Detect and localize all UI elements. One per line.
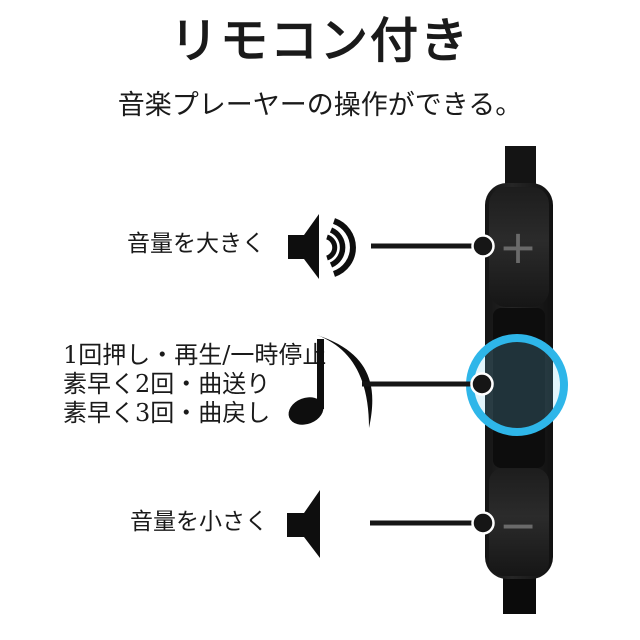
page-title: リモコン付き [169, 13, 470, 69]
connector-dot [470, 372, 494, 396]
speaker-volume-down-icon [287, 490, 320, 558]
plus-button [489, 187, 549, 307]
cable-bottom [503, 576, 536, 614]
page-subtitle: 音楽プレーヤーの操作ができる。 [117, 90, 523, 121]
label-play-functions: 1回押し・再生/一時停止 素早く2回・曲送り 素早く3回・曲戻し [63, 341, 327, 428]
label-volume-up: 音量を大きく [127, 231, 265, 257]
plus-button-glyph: + [499, 220, 538, 274]
remote-control: + − [485, 146, 553, 614]
connector-play [362, 372, 494, 396]
play-function-line-3: 素早く3回・曲戻し [63, 399, 271, 427]
connector-volume-up [371, 234, 495, 258]
speaker-volume-up-icon [288, 214, 356, 279]
minus-button-glyph: − [499, 498, 538, 552]
minus-button [489, 468, 549, 576]
connector-volume-down [370, 511, 495, 535]
play-function-line-1: 1回押し・再生/一時停止 [63, 341, 327, 369]
label-volume-down: 音量を小さく [130, 509, 268, 535]
play-function-line-2: 素早く2回・曲送り [63, 370, 271, 398]
music-note-icon [288, 335, 373, 428]
connector-dot [471, 511, 495, 535]
cable-top [505, 146, 536, 188]
connector-dot [471, 234, 495, 258]
